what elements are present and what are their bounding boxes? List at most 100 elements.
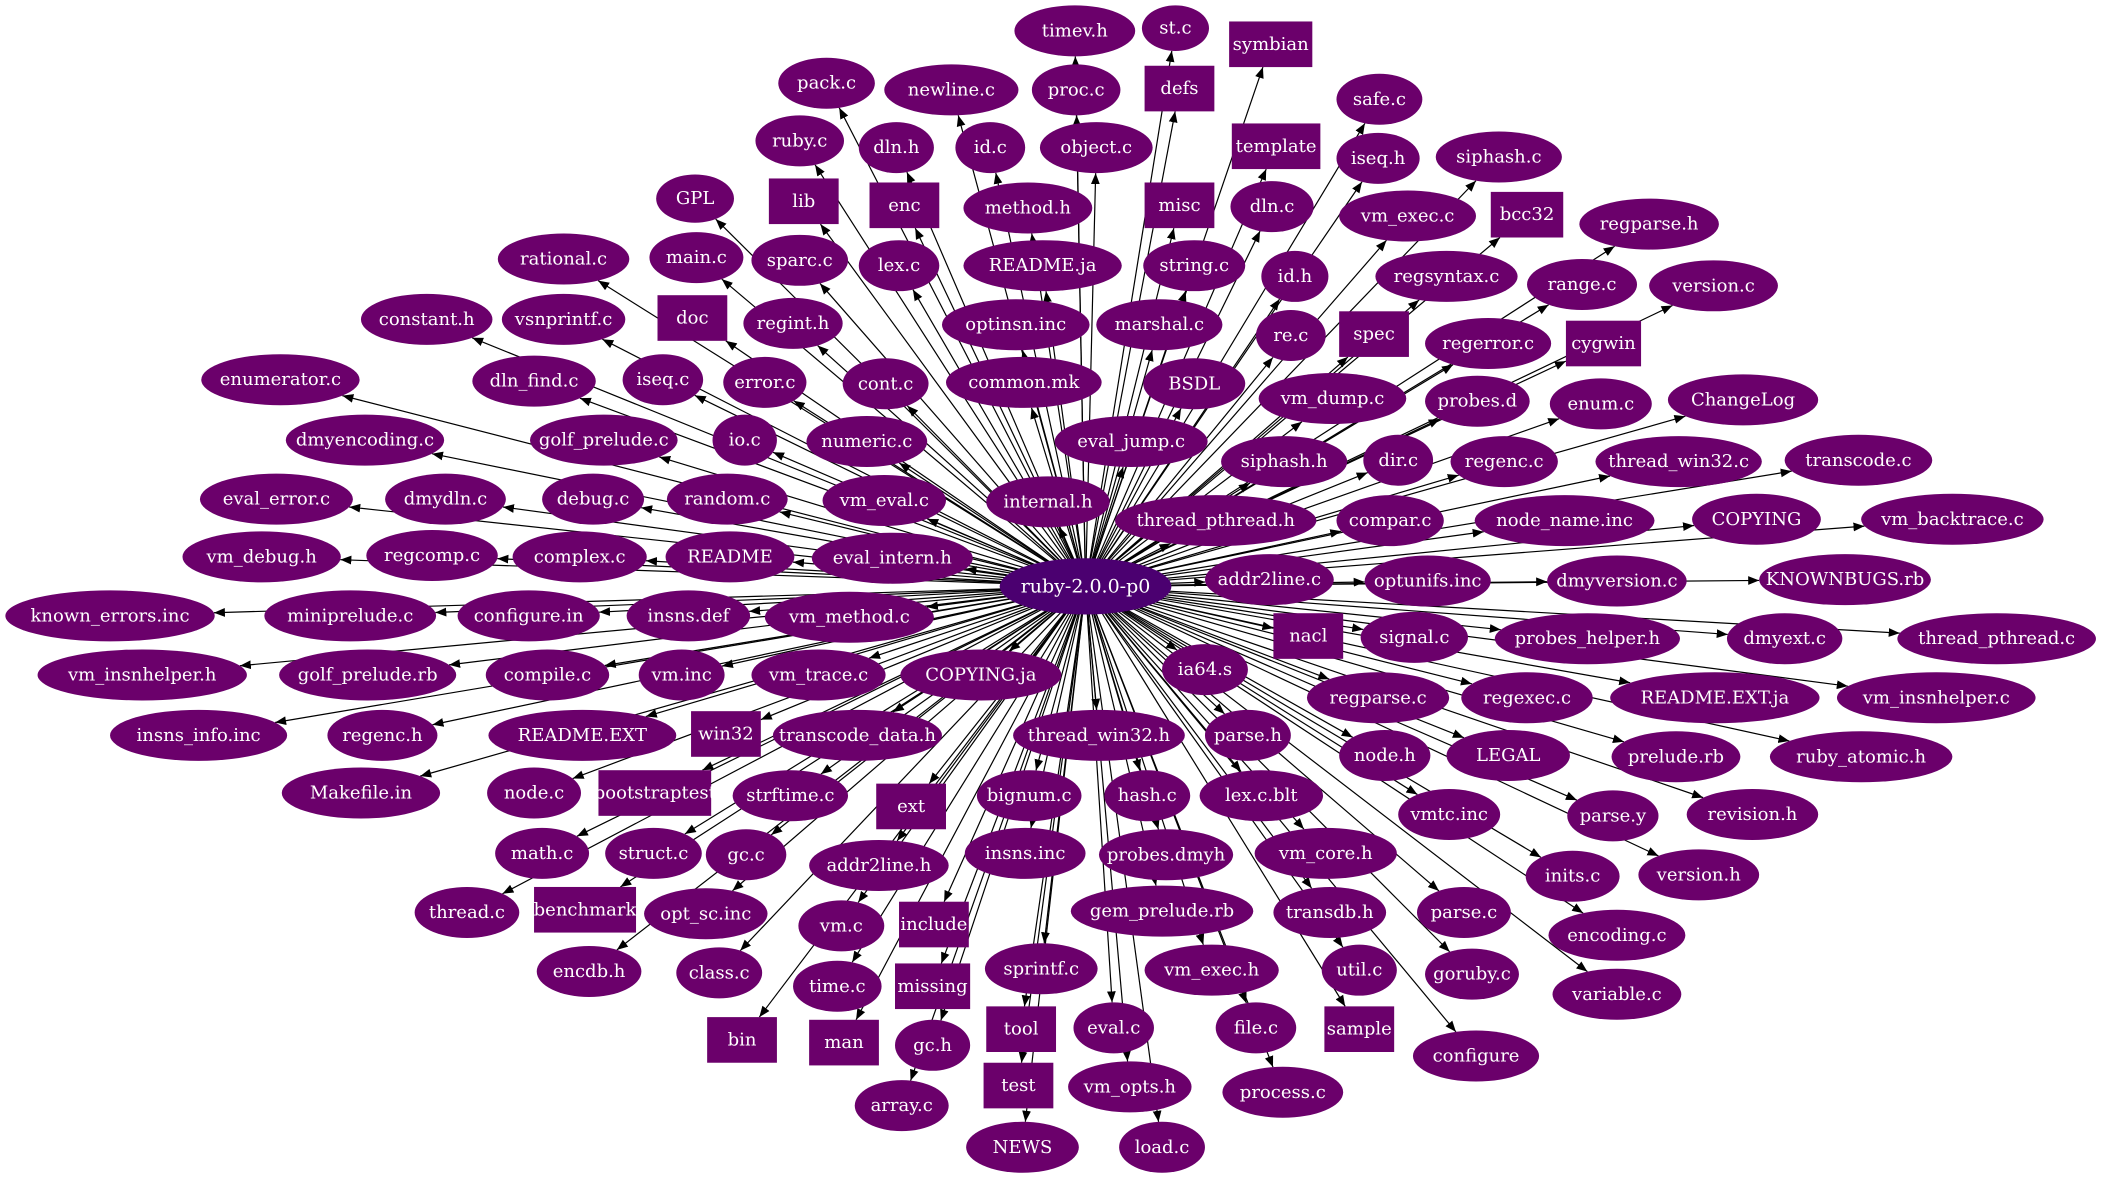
node-version-c[interactable]: version.c <box>1649 260 1778 312</box>
node-load-c[interactable]: load.c <box>1119 1121 1205 1173</box>
node-random-c[interactable]: random.c <box>666 473 788 525</box>
node-enum-c[interactable]: enum.c <box>1549 378 1652 430</box>
node-lex-c[interactable]: lex.c <box>858 240 940 292</box>
node-benchmark[interactable]: benchmark <box>534 886 638 933</box>
node-rational-c[interactable]: rational.c <box>497 233 630 285</box>
node-vm-opts-h[interactable]: vm_opts.h <box>1068 1061 1192 1113</box>
node-id-h[interactable]: id.h <box>1261 250 1329 302</box>
node-copying-ja[interactable]: COPYING.ja <box>900 649 1062 701</box>
node-parse-c[interactable]: parse.c <box>1416 886 1511 938</box>
node-thread-c[interactable]: thread.c <box>414 886 520 938</box>
node-iseq-c[interactable]: iseq.c <box>622 354 704 406</box>
node-vm-trace-c[interactable]: vm_trace.c <box>751 649 886 701</box>
node-configure-in[interactable]: configure.in <box>457 590 600 642</box>
node-opt-sc-inc[interactable]: opt_sc.inc <box>644 888 768 940</box>
node-dln-find-c[interactable]: dln_find.c <box>472 355 596 407</box>
node-pack-c[interactable]: pack.c <box>778 57 875 109</box>
node-vm-inc[interactable]: vm.inc <box>638 649 725 701</box>
node-gc-h[interactable]: gc.h <box>895 1019 971 1071</box>
node-optunifs-inc[interactable]: optunifs.inc <box>1364 555 1491 607</box>
node-io-c[interactable]: io.c <box>712 414 777 466</box>
node-knownbugs-rb[interactable]: KNOWNBUGS.rb <box>1759 554 1931 606</box>
node-legal[interactable]: LEGAL <box>1446 729 1570 781</box>
node-addr2line-h[interactable]: addr2line.h <box>809 839 949 891</box>
node-missing[interactable]: missing <box>895 963 971 1010</box>
node-win32[interactable]: win32 <box>691 711 761 757</box>
node-encdb-h[interactable]: encdb.h <box>536 945 642 997</box>
node-bootstraptest[interactable]: bootstraptest <box>594 770 717 816</box>
node-hash-c[interactable]: hash.c <box>1104 770 1191 822</box>
node-vm-backtrace-c[interactable]: vm_backtrace.c <box>1861 493 2044 545</box>
node-gpl[interactable]: GPL <box>656 174 734 223</box>
node-eval-jump-c[interactable]: eval_jump.c <box>1054 415 1208 467</box>
node-doc[interactable]: doc <box>657 295 728 341</box>
node-node-h[interactable]: node.h <box>1339 729 1431 781</box>
node-probes-helper-h[interactable]: probes_helper.h <box>1494 613 1680 665</box>
node-man[interactable]: man <box>809 1019 879 1066</box>
node-revision-h[interactable]: revision.h <box>1686 789 1819 840</box>
node-tool[interactable]: tool <box>986 1006 1057 1052</box>
node-spec[interactable]: spec <box>1339 311 1409 357</box>
node-dmyencoding-c[interactable]: dmyencoding.c <box>285 414 445 466</box>
node-transcode-c[interactable]: transcode.c <box>1784 434 1933 486</box>
node-method-h[interactable]: method.h <box>963 182 1093 234</box>
node-probes-dmyh[interactable]: probes.dmyh <box>1098 829 1234 881</box>
node-version-h[interactable]: version.h <box>1638 849 1760 901</box>
node-constant-h[interactable]: constant.h <box>360 293 493 345</box>
node-configure[interactable]: configure <box>1412 1030 1540 1082</box>
node-eval-intern-h[interactable]: eval_intern.h <box>811 532 973 584</box>
node-regparse-c[interactable]: regparse.c <box>1306 672 1450 724</box>
node-dln-h[interactable]: dln.h <box>858 122 934 174</box>
node-strftime-c[interactable]: strftime.c <box>732 770 849 822</box>
node-marshal-c[interactable]: marshal.c <box>1096 299 1223 351</box>
node-misc[interactable]: misc <box>1144 182 1215 229</box>
node-eval-c[interactable]: eval.c <box>1073 1002 1154 1054</box>
node-lib[interactable]: lib <box>768 178 839 225</box>
node-id-c[interactable]: id.c <box>955 122 1026 174</box>
node-known-errors-inc[interactable]: known_errors.inc <box>5 590 215 642</box>
node-nacl[interactable]: nacl <box>1273 613 1344 659</box>
node-insns-inc[interactable]: insns.inc <box>964 827 1086 879</box>
node-node-name-inc[interactable]: node_name.inc <box>1474 495 1655 547</box>
node-numeric-c[interactable]: numeric.c <box>806 415 928 467</box>
node-file-c[interactable]: file.c <box>1215 1002 1297 1054</box>
node-sprintf-c[interactable]: sprintf.c <box>984 943 1098 995</box>
node-proc-c[interactable]: proc.c <box>1031 64 1121 116</box>
node-error-c[interactable]: error.c <box>723 356 807 408</box>
node-sample[interactable]: sample <box>1324 1006 1395 1052</box>
node-cont-c[interactable]: cont.c <box>842 358 929 410</box>
node-ruby-atomic-h[interactable]: ruby_atomic.h <box>1769 731 1953 783</box>
node-timev-h[interactable]: timev.h <box>1014 5 1136 57</box>
node-lex-c-blt[interactable]: lex.c.blt <box>1199 770 1324 822</box>
node-prelude-rb[interactable]: prelude.rb <box>1611 731 1741 783</box>
node-changelog[interactable]: ChangeLog <box>1667 374 1819 426</box>
node-bin[interactable]: bin <box>707 1017 777 1063</box>
node-regint-h[interactable]: regint.h <box>743 297 843 349</box>
node-encoding-c[interactable]: encoding.c <box>1548 909 1686 961</box>
node-math-c[interactable]: math.c <box>495 827 590 879</box>
node-sparc-c[interactable]: sparc.c <box>751 234 849 286</box>
node-enc[interactable]: enc <box>869 182 940 229</box>
node-regparse-h[interactable]: regparse.h <box>1579 198 1719 250</box>
node-dmyversion-c[interactable]: dmyversion.c <box>1547 555 1687 607</box>
node-gem-prelude-rb[interactable]: gem_prelude.rb <box>1070 885 1254 937</box>
node-parse-h[interactable]: parse.h <box>1204 709 1291 761</box>
node-transdb-h[interactable]: transdb.h <box>1273 886 1387 938</box>
node-array-c[interactable]: array.c <box>854 1080 949 1132</box>
node-util-c[interactable]: util.c <box>1321 944 1397 996</box>
node-process-c[interactable]: process.c <box>1222 1066 1344 1118</box>
node-enumerator-c[interactable]: enumerator.c <box>201 354 360 406</box>
node-vm-method-c[interactable]: vm_method.c <box>764 591 934 643</box>
node-addr2line-c[interactable]: addr2line.c <box>1204 554 1334 606</box>
node-readme[interactable]: README <box>665 531 795 583</box>
node-ext[interactable]: ext <box>876 783 946 830</box>
node-bignum-c[interactable]: bignum.c <box>976 770 1082 822</box>
node-dmyext-c[interactable]: dmyext.c <box>1726 613 1843 665</box>
node-miniprelude-c[interactable]: miniprelude.c <box>264 590 437 642</box>
node-vm-exec-c[interactable]: vm_exec.c <box>1339 190 1477 242</box>
node-internal-h[interactable]: internal.h <box>986 476 1110 528</box>
node-struct-c[interactable]: struct.c <box>605 827 702 879</box>
node-re-c[interactable]: re.c <box>1255 309 1326 361</box>
node-gc-c[interactable]: gc.c <box>705 829 787 881</box>
node-thread-win32-c[interactable]: thread_win32.c <box>1595 436 1762 488</box>
